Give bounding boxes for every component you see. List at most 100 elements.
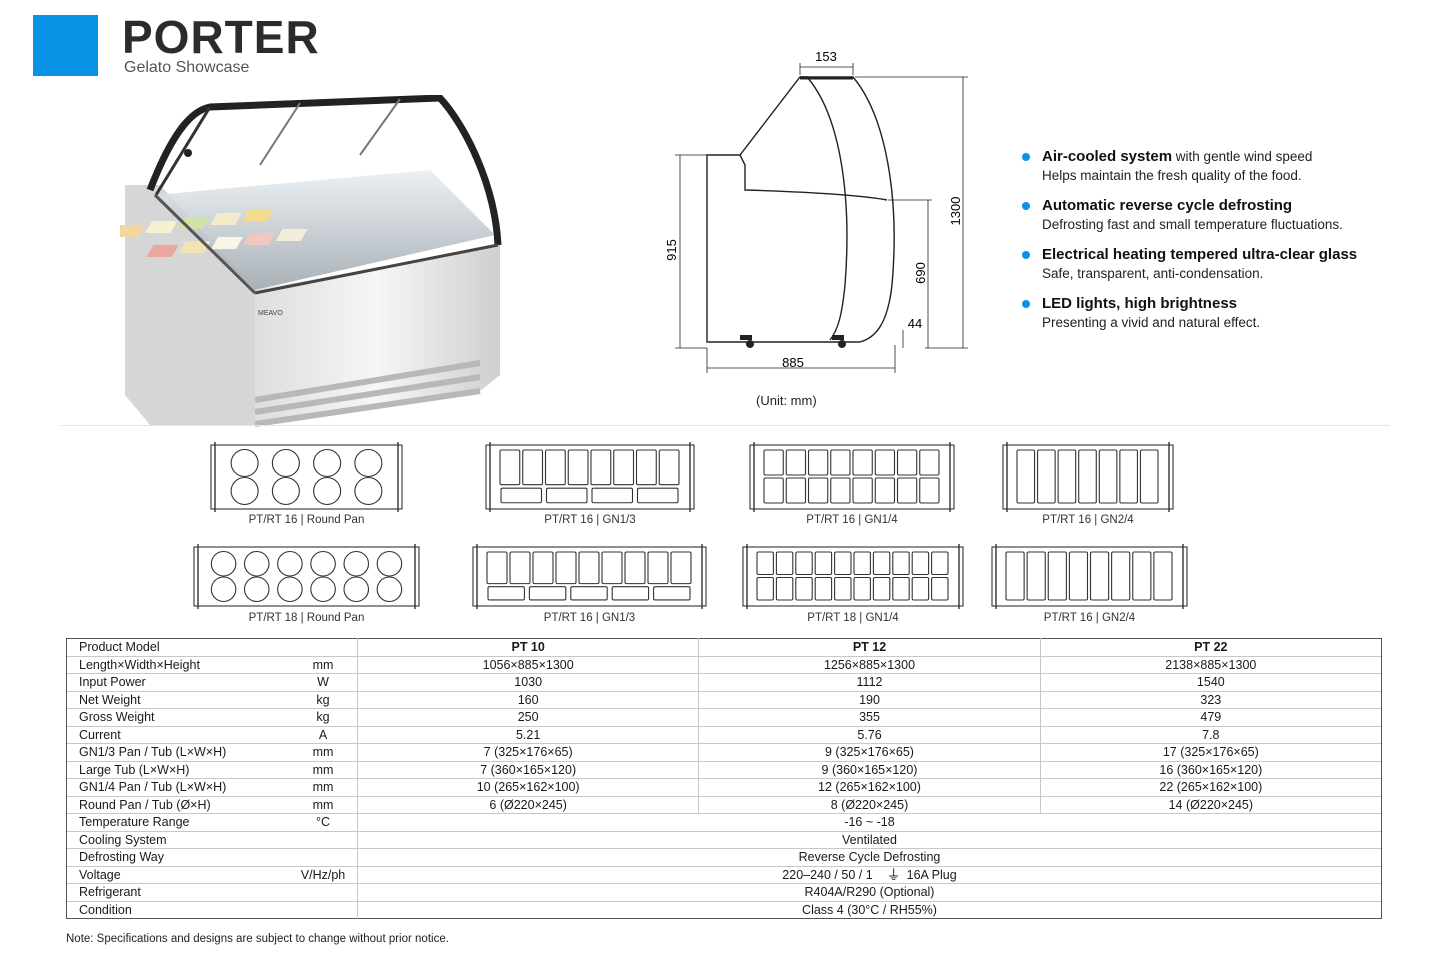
table-cell: Net Weight [66, 691, 289, 709]
table-cell: 12 (265×162×100) [698, 778, 1041, 796]
feature-item: LED lights, high brightness Presenting a… [1020, 295, 1420, 330]
table-cell: Reverse Cycle Defrosting [357, 848, 1382, 866]
feature-item: Electrical heating tempered ultra-clear … [1020, 246, 1420, 281]
table-cell: 9 (360×165×120) [698, 761, 1041, 779]
pan-layout-drawing [210, 442, 403, 512]
table-cell: 160 [357, 691, 700, 709]
table-cell: Condition [66, 901, 289, 919]
pan-layout-label: PT/RT 16 | GN1/4 [806, 514, 898, 526]
table-cell: 1540 [1040, 673, 1383, 691]
pan-layout-label: PT/RT 16 | GN2/4 [1043, 612, 1136, 624]
section-divider [60, 425, 1390, 426]
table-cell: Length×Width×Height [66, 656, 289, 674]
feature-head: Air-cooled system [1042, 148, 1173, 165]
table-cell: kg [289, 691, 358, 709]
table-cell: Ventilated [357, 831, 1382, 849]
dim-glass-height: 690 [913, 262, 928, 284]
table-cell: 7 (325×176×65) [357, 743, 700, 761]
table-cell: kg [289, 708, 358, 726]
pan-layout-drawing [1002, 442, 1174, 512]
table-cell [289, 848, 358, 866]
table-cell: GN1/3 Pan / Tub (L×W×H) [66, 743, 289, 761]
table-cell: 16 (360×165×120) [1040, 761, 1383, 779]
table-cell-value: -16 ~ -18 [844, 815, 895, 830]
bullet-icon [1022, 251, 1030, 259]
table-cell: 250 [357, 708, 700, 726]
pan-layout-label: PT/RT 18 | Round Pan [248, 612, 365, 624]
page-subtitle: Gelato Showcase [124, 59, 250, 76]
feature-list: Air-cooled system with gentle wind speed… [1020, 148, 1420, 344]
table-cell: mm [289, 761, 358, 779]
pan-layout-drawing [991, 544, 1188, 609]
header-cell: Product Model [66, 638, 289, 656]
pan-layout-drawing [749, 442, 955, 512]
table-row: Condition Class 4 (30°C / RH55%) [66, 901, 1382, 919]
table-cell: GN1/4 Pan / Tub (L×W×H) [66, 778, 289, 796]
feature-tail: with gentle wind speed [1172, 149, 1313, 164]
pan-layout-label: PT/RT 16 | GN1/3 [543, 612, 636, 624]
table-row: Refrigerant R404A/R290 (Optional) [66, 883, 1382, 901]
brand-logo-text: MEAVO [258, 310, 283, 317]
table-cell: 2138×885×1300 [1040, 656, 1383, 674]
table-cell: 5.21 [357, 726, 700, 744]
table-cell: 22 (265×162×100) [1040, 778, 1383, 796]
table-cell: Refrigerant [66, 883, 289, 901]
pan-layout-drawing [742, 544, 964, 609]
pan-layout-drawing [193, 544, 420, 609]
table-cell: Round Pan / Tub (Ø×H) [66, 796, 289, 814]
product-image: MEAVO [120, 95, 502, 427]
feature-desc: Safe, transparent, anti-condensation. [1042, 266, 1264, 281]
pan-layout-drawing [472, 544, 707, 609]
table-cell-value: 220–240 / 50 / 1 [782, 867, 873, 882]
table-cell [289, 883, 358, 901]
table-cell: mm [289, 743, 358, 761]
pan-layout-label: PT/RT 16 | GN2/4 [1042, 514, 1134, 526]
pan-layout-drawing [485, 442, 695, 512]
table-cell: 10 (265×162×100) [357, 778, 700, 796]
table-cell: 1112 [698, 673, 1041, 691]
table-cell: 323 [1040, 691, 1383, 709]
table-cell: -16 ~ -18 [357, 813, 1382, 831]
dim-depth: 885 [782, 355, 804, 370]
table-cell: Current [66, 726, 289, 744]
unit-note: (Unit: mm) [756, 393, 817, 408]
table-cell: mm [289, 656, 358, 674]
table-cell: 1030 [357, 673, 700, 691]
pan-layout-label: PT/RT 16 | GN1/3 [544, 514, 636, 526]
table-cell: W [289, 673, 358, 691]
feature-head: LED lights, high brightness [1042, 295, 1237, 312]
dim-top: 153 [815, 49, 837, 64]
table-cell: V/Hz/ph [289, 866, 358, 884]
table-cell-value: R404A/R290 (Optional) [804, 885, 935, 900]
table-cell: Temperature Range [66, 813, 289, 831]
table-cell: A [289, 726, 358, 744]
feature-desc: Helps maintain the fresh quality of the … [1042, 168, 1302, 183]
header-cell: PT 22 [1040, 638, 1383, 656]
dim-total-height: 1300 [948, 197, 963, 226]
table-cell: mm [289, 778, 358, 796]
table-cell-value: Class 4 (30°C / RH55%) [802, 902, 937, 917]
table-cell: Class 4 (30°C / RH55%) [357, 901, 1382, 919]
table-cell: 7 (360×165×120) [357, 761, 700, 779]
plug-icon: ⏚ [886, 866, 901, 883]
dim-base: 44 [908, 316, 922, 331]
table-cell-value: Reverse Cycle Defrosting [798, 850, 941, 865]
header-cell [289, 638, 358, 656]
table-cell: Input Power [66, 673, 289, 691]
bullet-icon [1022, 153, 1030, 161]
header-cell: PT 10 [357, 638, 700, 656]
feature-desc: Defrosting fast and small temperature fl… [1042, 217, 1343, 232]
table-cell [289, 901, 358, 919]
table-row: Temperature Range°C-16 ~ -18 [66, 813, 1382, 831]
bullet-icon [1022, 300, 1030, 308]
feature-desc: Presenting a vivid and natural effect. [1042, 315, 1261, 330]
